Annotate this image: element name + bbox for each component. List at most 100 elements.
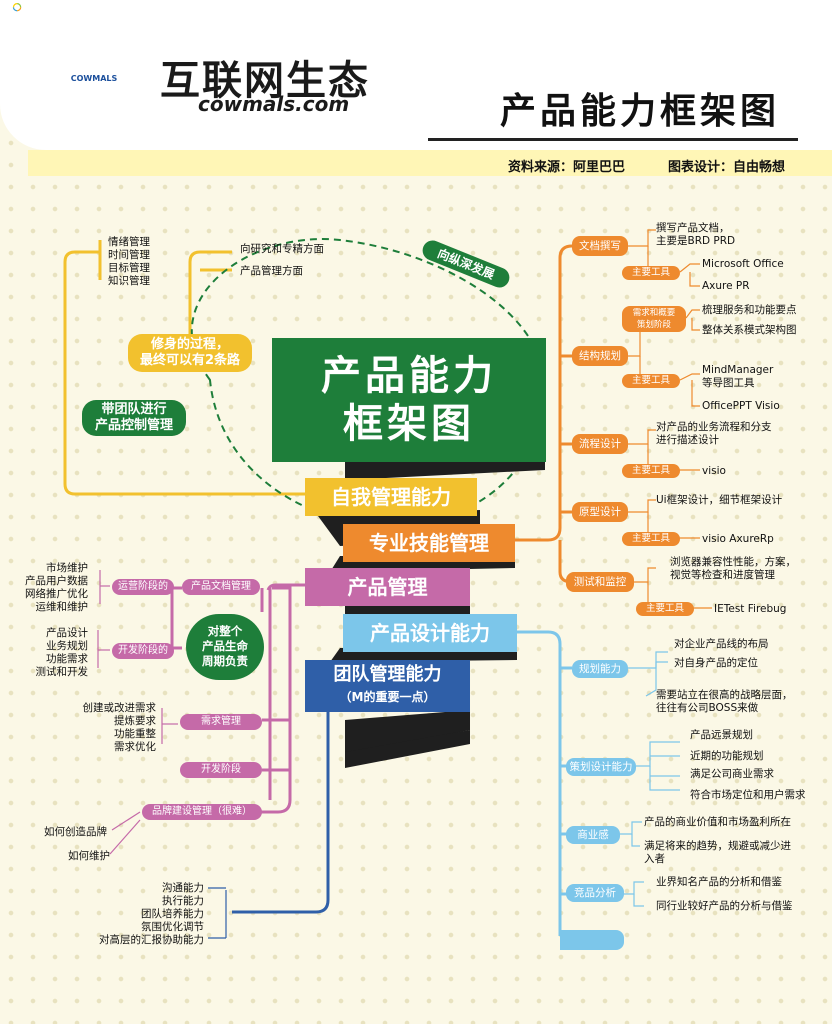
tag-competitor-analysis: 竞品分析	[566, 884, 624, 902]
proto-desc: Ui框架设计，细节框架设计	[656, 494, 783, 506]
req-item: 功能重整	[114, 728, 156, 740]
self-item: 情绪管理	[108, 236, 150, 248]
plan-item: 对自身产品的定位	[674, 657, 758, 669]
center-title-line1: 产品能力	[321, 353, 497, 399]
plan-note-line2: 往往有公司BOSS来做	[656, 702, 759, 714]
dev-item: 测试和开发	[35, 666, 89, 678]
brand-item: 如何创造品牌	[44, 826, 107, 838]
struct-tool-line2: 等导图工具	[702, 377, 755, 389]
tag-planning-ability: 规划能力	[572, 660, 628, 678]
dev-item: 功能需求	[46, 653, 88, 665]
compete-item: 同行业较好产品的分析与借鉴	[656, 900, 793, 912]
strategy-item: 符合市场定位和用户需求	[690, 789, 806, 801]
tag-testing-monitoring: 测试和监控	[566, 572, 634, 592]
doc-desc-line1: 撰写产品文档，	[656, 222, 730, 234]
banner-team-management: 团队管理能力 （M的重要一点）	[305, 660, 470, 712]
tag-structure-planning: 结构规划	[572, 346, 628, 366]
self-item: 时间管理	[108, 249, 150, 261]
plan-item: 对企业产品线的布局	[674, 638, 769, 650]
flow-desc-line1: 对产品的业务流程和分支	[656, 421, 772, 433]
dev-item: 业务规划	[46, 640, 88, 652]
tag-doc-writing: 文档撰写	[572, 236, 628, 256]
lifecycle-line2: 产品生命	[202, 639, 248, 653]
flow-desc-line2: 进行描述设计	[656, 434, 719, 446]
tag-main-tools: 主要工具	[622, 464, 680, 478]
tag-main-tools: 主要工具	[622, 532, 680, 546]
strategy-item: 满足公司商业需求	[690, 768, 774, 780]
page-title: 产品能力框架图	[500, 91, 781, 132]
header	[0, 0, 832, 150]
tag-business-sense: 商业感	[566, 826, 620, 844]
self-path: 向研究和专精方面	[240, 243, 324, 255]
doc-tool: Microsoft Office	[702, 258, 784, 270]
struct-item: 整体关系模式架构图	[702, 324, 797, 336]
team-item: 执行能力	[162, 895, 204, 907]
test-desc-line2: 视觉等检查和进度管理	[670, 569, 775, 581]
doc-desc-line2: 主要是BRD PRD	[656, 235, 736, 247]
team-control-hub: 带团队进行 产品控制管理	[82, 400, 186, 436]
tag-brand-building: 品牌建设管理（很难）	[142, 804, 262, 820]
team-item: 对高层的汇报协助能力	[99, 934, 204, 946]
self-hub-line2: 最终可以有2条路	[139, 353, 241, 368]
self-item: 知识管理	[108, 275, 150, 287]
brand-item: 如何维护	[68, 850, 110, 862]
team-item: 团队培养能力	[141, 908, 204, 920]
design-credit: 图表设计：自由畅想	[668, 160, 786, 175]
team-control-line1: 带团队进行	[101, 402, 167, 417]
req-item: 创建或改进需求	[82, 702, 157, 714]
tag-ops-stage: 运营阶段的	[112, 579, 174, 595]
credit-bar	[28, 150, 832, 176]
team-item: 氛围优化调节	[141, 921, 204, 933]
business-item2-line1: 满足将来的趋势，规避或减少进	[644, 840, 791, 852]
strategy-item: 近期的功能规划	[690, 750, 764, 762]
compete-item: 业界知名产品的分析和借鉴	[656, 876, 782, 888]
test-desc-line1: 浏览器兼容性性能，方案，	[670, 556, 796, 568]
banner-professional-skills: 专业技能管理	[343, 524, 515, 562]
banner-self-management: 自我管理能力	[305, 478, 477, 516]
req-stage-line2: 策划阶段	[636, 320, 671, 330]
business-item2-line2: 入者	[644, 853, 665, 865]
ops-item: 产品用户数据	[25, 575, 88, 587]
tag-strategy-design: 策划设计能力	[566, 758, 636, 776]
self-item: 目标管理	[108, 262, 150, 274]
team-banner-title: 团队管理能力	[333, 664, 442, 685]
lifecycle-hub: 对整个 产品生命 周期负责	[186, 614, 264, 680]
title-rule	[428, 138, 798, 141]
team-item: 沟通能力	[162, 882, 204, 894]
team-control-line2: 产品控制管理	[94, 418, 173, 433]
tag-main-tools: 主要工具	[622, 266, 680, 280]
proto-tool: visio AxureRp	[702, 533, 774, 545]
lifecycle-line1: 对整个	[207, 624, 243, 638]
req-stage-line1: 需求和概要	[632, 308, 676, 318]
req-item: 需求优化	[114, 741, 156, 753]
ops-item: 市场维护	[46, 562, 88, 574]
lifecycle-line3: 周期负责	[202, 654, 248, 668]
design-branch-end	[560, 930, 624, 950]
struct-item: 梳理服务和功能要点	[702, 304, 797, 316]
dev-item: 产品设计	[46, 627, 88, 639]
tag-main-tools: 主要工具	[636, 602, 694, 616]
struct-tool-line1: MindManager	[702, 364, 774, 376]
req-item: 提炼要求	[114, 715, 156, 727]
tag-doc-management: 产品文档管理	[182, 579, 260, 595]
tag-dev-phase: 开发阶段	[180, 762, 262, 778]
flow-tool: visio	[702, 465, 726, 477]
self-path: 产品管理方面	[240, 265, 303, 277]
tag-main-tools: 主要工具	[622, 374, 680, 388]
doc-tool: Axure PR	[702, 280, 750, 292]
logo-ring-icon	[12, 2, 22, 12]
center-title-line2: 框架图	[343, 401, 475, 447]
ops-item: 网络推广优化	[25, 588, 88, 600]
self-hub-line1: 修身的过程，	[150, 337, 229, 352]
brand-name-en: cowmals.com	[198, 92, 350, 116]
plan-note-line1: 需要站立在很高的战略层面，	[656, 689, 793, 701]
tag-prototype-design: 原型设计	[572, 502, 628, 522]
banner-product-design: 产品设计能力	[343, 614, 517, 652]
brand-name-cn: 互联网生态	[160, 58, 370, 104]
source-credit: 资料来源：阿里巴巴	[508, 160, 626, 175]
banner-product-management: 产品管理	[305, 568, 470, 606]
test-tool: IETest Firebug	[714, 603, 787, 615]
center-title-box	[272, 338, 546, 462]
tag-flow-design: 流程设计	[572, 434, 628, 454]
tag-requirements-management: 需求管理	[180, 714, 262, 730]
